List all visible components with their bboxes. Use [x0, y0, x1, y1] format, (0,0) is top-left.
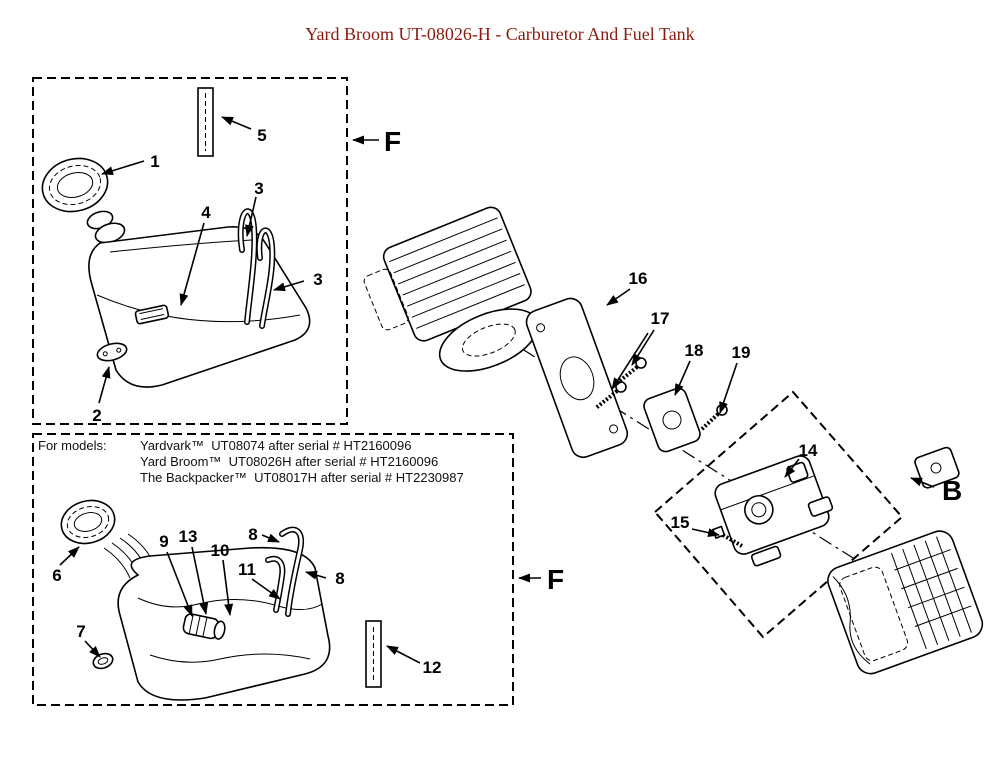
- models-row-2: Yard Broom™ UT08026H after serial # HT21…: [140, 454, 464, 470]
- callout-3a: 3: [254, 179, 263, 198]
- callout-5-arrow: [221, 116, 252, 130]
- clamp-drawing: [96, 342, 128, 362]
- callout-8a-arrow: [261, 533, 280, 543]
- callout-15: 15: [671, 513, 690, 532]
- callout-10-arrow: [222, 559, 234, 616]
- fuel-cap-top-drawing: [41, 157, 109, 213]
- models-line-2: Yard Broom™ UT08026H after serial # HT21…: [140, 454, 439, 469]
- models-note: For models: Yardvark™ UT08074 after seria…: [38, 438, 464, 486]
- callout-5: 5: [257, 126, 266, 145]
- carb-spacer-drawing: [643, 387, 701, 453]
- callout-19: 19: [732, 343, 751, 362]
- callout-16-arrow: [606, 288, 631, 306]
- models-row-3: The Backpacker™ UT08017H after serial # …: [140, 470, 464, 486]
- callout-9: 9: [159, 532, 168, 551]
- callout-11: 11: [238, 560, 256, 579]
- callout-17: 17: [651, 309, 670, 328]
- callout-2-arrow: [98, 366, 111, 404]
- models-line-1: Yardvark™ UT08074 after serial # HT21600…: [140, 438, 412, 453]
- air-filter-housing-drawing: [827, 530, 984, 675]
- callout-7-arrow: [84, 640, 101, 658]
- section-label-f-top: F: [384, 126, 401, 157]
- callout-17-arrow-b: [611, 332, 649, 390]
- callout-8b: 8: [335, 569, 344, 588]
- page-title: Yard Broom UT-08026-H - Carburetor And F…: [305, 24, 695, 44]
- models-row-1: For models: Yardvark™ UT08074 after seria…: [38, 438, 464, 454]
- section-label-b: B: [942, 475, 962, 506]
- callout-12-arrow: [386, 645, 421, 664]
- carburetor-drawing: [714, 455, 834, 567]
- section-box-f-top: [32, 77, 348, 425]
- fuel-valve-drawing: [134, 304, 170, 325]
- section-box-f-bottom: [32, 433, 514, 706]
- callout-12: 12: [423, 658, 442, 677]
- fuel-tank-top-drawing: [88, 208, 311, 388]
- models-line-3: The Backpacker™ UT08017H after serial # …: [140, 470, 464, 485]
- callout-3b-arrow: [273, 280, 305, 292]
- callout-14: 14: [799, 441, 818, 460]
- callout-6-arrow: [59, 546, 80, 566]
- callout-14-arrow: [784, 458, 800, 478]
- filler-neck-top-drawing: [86, 210, 126, 244]
- callout-6: 6: [52, 566, 61, 585]
- primer-valve-drawing: [182, 613, 226, 640]
- callout-13-arrow: [191, 546, 209, 615]
- callout-4-arrow: [179, 222, 205, 306]
- callout-7: 7: [76, 622, 85, 641]
- callout-17-arrow-a: [631, 329, 655, 366]
- callout-2: 2: [92, 406, 101, 425]
- fuel-cap-bottom-drawing: [60, 499, 116, 545]
- label-b-arrow: [910, 477, 935, 488]
- callout-19-arrow: [719, 362, 738, 414]
- callout-10: 10: [211, 541, 230, 560]
- callout-8b-arrow: [305, 570, 327, 580]
- callout-1: 1: [150, 152, 159, 171]
- callout-3b: 3: [313, 270, 322, 289]
- callout-13: 13: [179, 527, 198, 546]
- section-label-f-bottom: F: [547, 564, 564, 595]
- callout-9-arrow: [166, 551, 193, 617]
- callout-18: 18: [685, 341, 704, 360]
- callout-8a: 8: [248, 525, 257, 544]
- callout-1-arrow: [101, 160, 145, 176]
- fuel-tank-bottom-drawing: [92, 526, 331, 701]
- screw-19-drawing: [699, 404, 728, 432]
- callout-15-arrow: [691, 528, 720, 538]
- callout-3a-arrow: [245, 196, 257, 237]
- vent-strip-bottom-drawing: [365, 620, 382, 688]
- vent-strip-top-drawing: [197, 87, 214, 157]
- engine-cylinder-drawing: [363, 206, 539, 372]
- callout-11-arrow: [251, 578, 281, 600]
- models-prefix: For models:: [38, 438, 107, 453]
- filter-bracket-drawing: [914, 446, 960, 489]
- callout-16: 16: [629, 269, 648, 288]
- gasket-drawing: [525, 297, 629, 459]
- grommet-drawing: [92, 652, 114, 670]
- callout-18-arrow: [674, 360, 691, 396]
- callout-4: 4: [201, 203, 211, 222]
